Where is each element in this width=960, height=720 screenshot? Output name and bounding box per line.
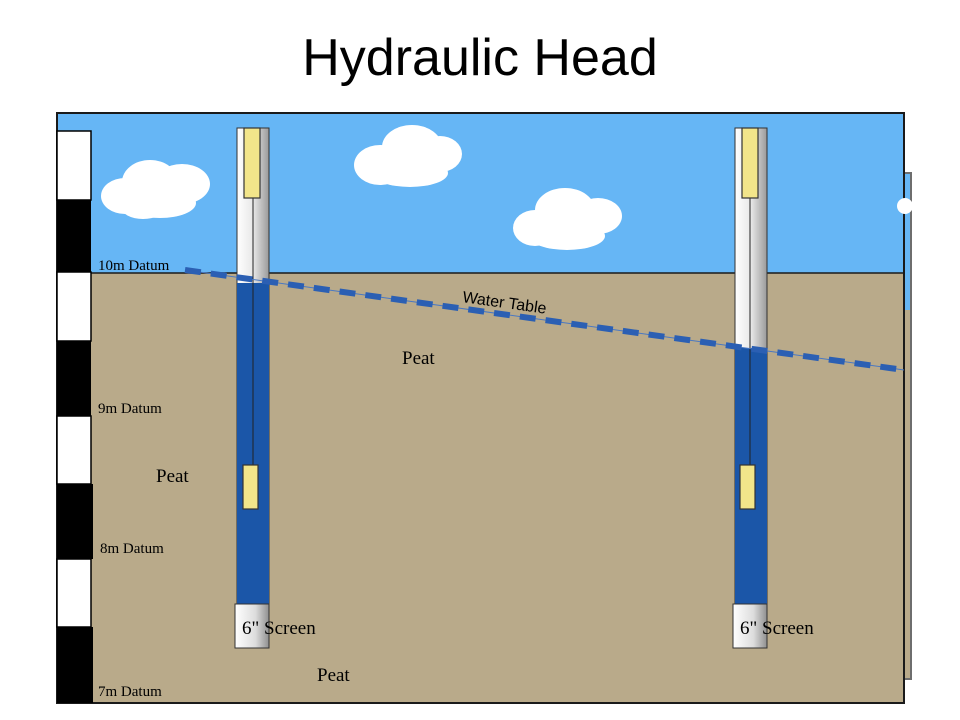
cloud-icon: [513, 188, 622, 250]
measuring-staff: [56, 130, 93, 703]
screen-label-well-1: 6" Screen: [242, 618, 316, 639]
datum-label-8m: 8m Datum: [100, 541, 164, 557]
screen-label-well-2: 6" Screen: [740, 618, 814, 639]
cloud-icon: [897, 198, 913, 214]
transducer-top: [741, 127, 759, 199]
datum-label-9m: 9m Datum: [98, 401, 162, 417]
transducer-top: [243, 127, 261, 199]
well-1: [234, 127, 270, 649]
datum-label-10m: 10m Datum: [98, 258, 170, 274]
water-table-line: [184, 267, 905, 373]
transducer-bottom: [739, 464, 756, 510]
well-screen: [234, 603, 270, 649]
cloud-icon: [101, 160, 210, 219]
page-title: Hydraulic Head: [302, 29, 658, 87]
datum-label-7m: 7m Datum: [98, 684, 162, 700]
peat-label-upper: Peat: [402, 348, 435, 369]
well-2: [732, 127, 768, 649]
transducer-bottom: [242, 464, 259, 510]
peat-label-left: Peat: [156, 466, 189, 487]
cloud-icon: [354, 125, 462, 187]
peat-label-bottom: Peat: [317, 665, 350, 686]
well-screen: [732, 603, 768, 649]
